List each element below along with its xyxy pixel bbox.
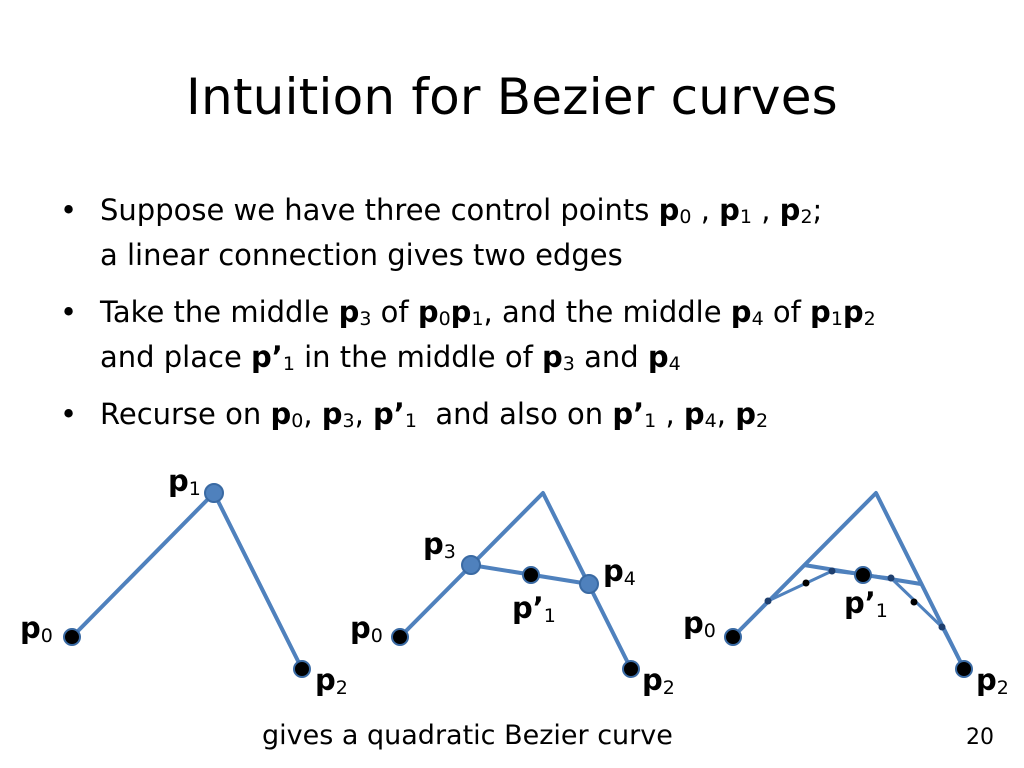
small-point xyxy=(764,597,772,605)
bullet-marker: • xyxy=(60,397,78,431)
small-point xyxy=(938,623,946,631)
point-p2 xyxy=(622,660,640,678)
bullet-2-line-2: and place p’1 in the middle of p3 and p4 xyxy=(100,340,681,375)
refined-polygon xyxy=(731,569,966,670)
label-p2: p2 xyxy=(315,663,348,699)
bullet-marker: • xyxy=(60,193,78,227)
point-p-prime-1 xyxy=(854,566,872,584)
bullet-marker: • xyxy=(60,295,78,329)
slide-title: Intuition for Bezier curves xyxy=(186,68,838,126)
control-polygon xyxy=(398,491,633,670)
small-point xyxy=(828,567,836,575)
bullet-2-line-1: Take the middle p3 of p0p1, and the midd… xyxy=(100,295,876,330)
bullet-item-3: • Recurse on p0, p3, p’1 and also on p’1… xyxy=(58,392,998,437)
label-p4: p4 xyxy=(603,554,636,590)
page-number: 20 xyxy=(966,725,994,750)
point-p1 xyxy=(204,483,224,503)
point-p0 xyxy=(391,628,409,646)
label-p2: p2 xyxy=(976,663,1009,699)
label-p0: p0 xyxy=(20,611,53,647)
caption: gives a quadratic Bezier curve xyxy=(262,720,673,751)
diagram-2: p0 p3 p4 p’1 p2 xyxy=(350,491,675,699)
point-p3 xyxy=(461,555,481,575)
label-p3: p3 xyxy=(423,527,456,563)
midpoint-segment xyxy=(803,563,922,586)
label-p-prime-1: p’1 xyxy=(512,591,556,627)
label-p0: p0 xyxy=(683,606,716,642)
diagram-1: p0 p1 p2 xyxy=(20,464,348,699)
label-p1: p1 xyxy=(168,464,201,500)
small-point xyxy=(910,598,918,606)
label-p0: p0 xyxy=(350,611,383,647)
small-point xyxy=(802,579,810,587)
point-p2 xyxy=(293,660,311,678)
label-p-prime-1: p’1 xyxy=(844,586,888,622)
point-p4 xyxy=(579,574,599,594)
small-point xyxy=(887,574,895,582)
bullet-list: • Suppose we have three control points p… xyxy=(58,188,998,449)
point-p0 xyxy=(724,628,742,646)
point-p2 xyxy=(955,660,973,678)
point-p-prime-1 xyxy=(522,566,540,584)
bullet-item-2: • Take the middle p3 of p0p1, and the mi… xyxy=(58,290,998,380)
midpoint-segment xyxy=(470,563,590,586)
bullet-item-1: • Suppose we have three control points p… xyxy=(58,188,998,278)
bullet-1-line-2: a linear connection gives two edges xyxy=(100,238,623,272)
control-polygon xyxy=(731,491,966,670)
control-polygon xyxy=(70,491,304,670)
point-p0 xyxy=(63,628,81,646)
bullet-1-line-1: Suppose we have three control points p0 … xyxy=(100,193,823,228)
label-p2: p2 xyxy=(642,663,675,699)
diagram-3: p0 p’1 p2 xyxy=(683,491,1009,699)
bullet-3-line-1: Recurse on p0, p3, p’1 and also on p’1 ,… xyxy=(100,397,769,432)
